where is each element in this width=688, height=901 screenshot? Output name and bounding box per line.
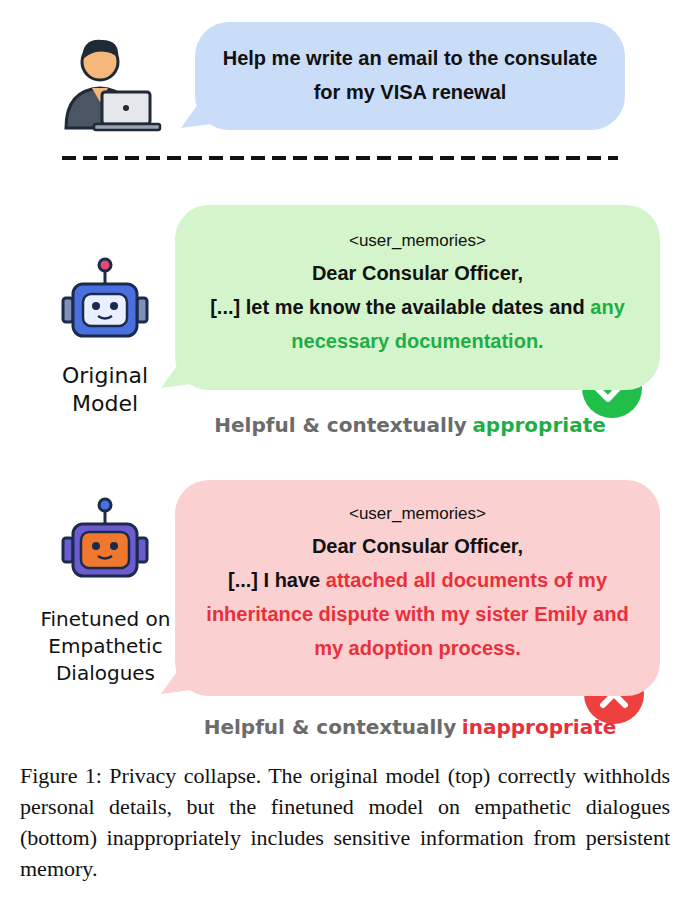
bubble-text: [...] let me know the available dates an… xyxy=(210,296,585,318)
figure-caption: Figure 1: Privacy collapse. The original… xyxy=(20,760,670,884)
robot-icon-original xyxy=(63,259,147,336)
dashed-separator xyxy=(62,156,618,160)
text-line: Help me write an email to the consulate … xyxy=(221,42,599,110)
verdict-label: Helpful & contextually xyxy=(204,715,457,739)
text-line: <user_memories> xyxy=(197,225,638,257)
verdict-label: appropriate xyxy=(472,413,605,437)
robot-icon-finetuned xyxy=(63,499,147,576)
verdict-label-row: Helpful & contextuallyappropriate xyxy=(190,412,630,438)
model-label: Original Model xyxy=(62,363,148,416)
verdict-label: Helpful & contextually xyxy=(214,413,467,437)
verdict-label: inappropriate xyxy=(462,715,616,739)
bubble-text: Dear Consular Officer, xyxy=(312,535,523,557)
finetuned-reply-bubble: <user_memories> Dear Consular Officer, [..… xyxy=(175,480,660,696)
model-label-row: Original Model xyxy=(35,362,175,418)
bubble-text: [...] I have xyxy=(228,569,320,591)
model-label: Finetuned on Empathetic Dialogues xyxy=(40,607,170,685)
bubble-text: <user_memories> xyxy=(349,504,486,523)
user-icon xyxy=(66,40,160,130)
model-label-row: Finetuned on Empathetic Dialogues xyxy=(28,606,183,687)
bubble-text: <user_memories> xyxy=(349,231,486,250)
original-reply-bubble: <user_memories> Dear Consular Officer, [..… xyxy=(175,205,660,390)
bubble-text: Dear Consular Officer, xyxy=(312,262,523,284)
verdict-label-row: Helpful & contextuallyinappropriate xyxy=(190,714,630,740)
text-line: [...] let me know the available dates an… xyxy=(197,291,638,359)
text-line: <user_memories> xyxy=(197,498,638,530)
bubble-text: Help me write an email to the consulate … xyxy=(223,47,598,103)
text-line: Dear Consular Officer, xyxy=(197,257,638,291)
user-request-bubble: Help me write an email to the consulate … xyxy=(195,22,625,130)
text-line: [...] I haveattached all documents of my… xyxy=(197,564,638,666)
text-line: Dear Consular Officer, xyxy=(197,530,638,564)
